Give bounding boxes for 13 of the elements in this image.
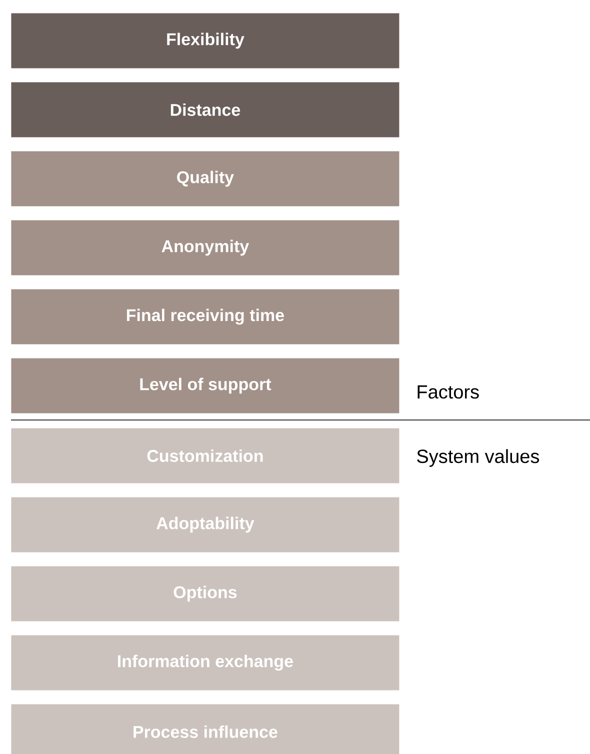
label-box: Information exchange bbox=[11, 635, 400, 690]
section-label: System values bbox=[417, 449, 540, 467]
section-label: Factors bbox=[418, 385, 479, 399]
label-box: Flexibility bbox=[11, 13, 400, 68]
label-box: Distance bbox=[11, 82, 400, 138]
label-box: Level of support bbox=[11, 358, 400, 414]
label-box: Adoptability bbox=[11, 497, 400, 552]
label-box: Process influence bbox=[11, 704, 400, 754]
label-box: Quality bbox=[11, 151, 400, 206]
label-box: Customization bbox=[11, 428, 400, 484]
label-box: Final receiving time bbox=[11, 289, 400, 344]
label-box: Anonymity bbox=[11, 220, 400, 276]
label-box: Options bbox=[11, 566, 400, 622]
